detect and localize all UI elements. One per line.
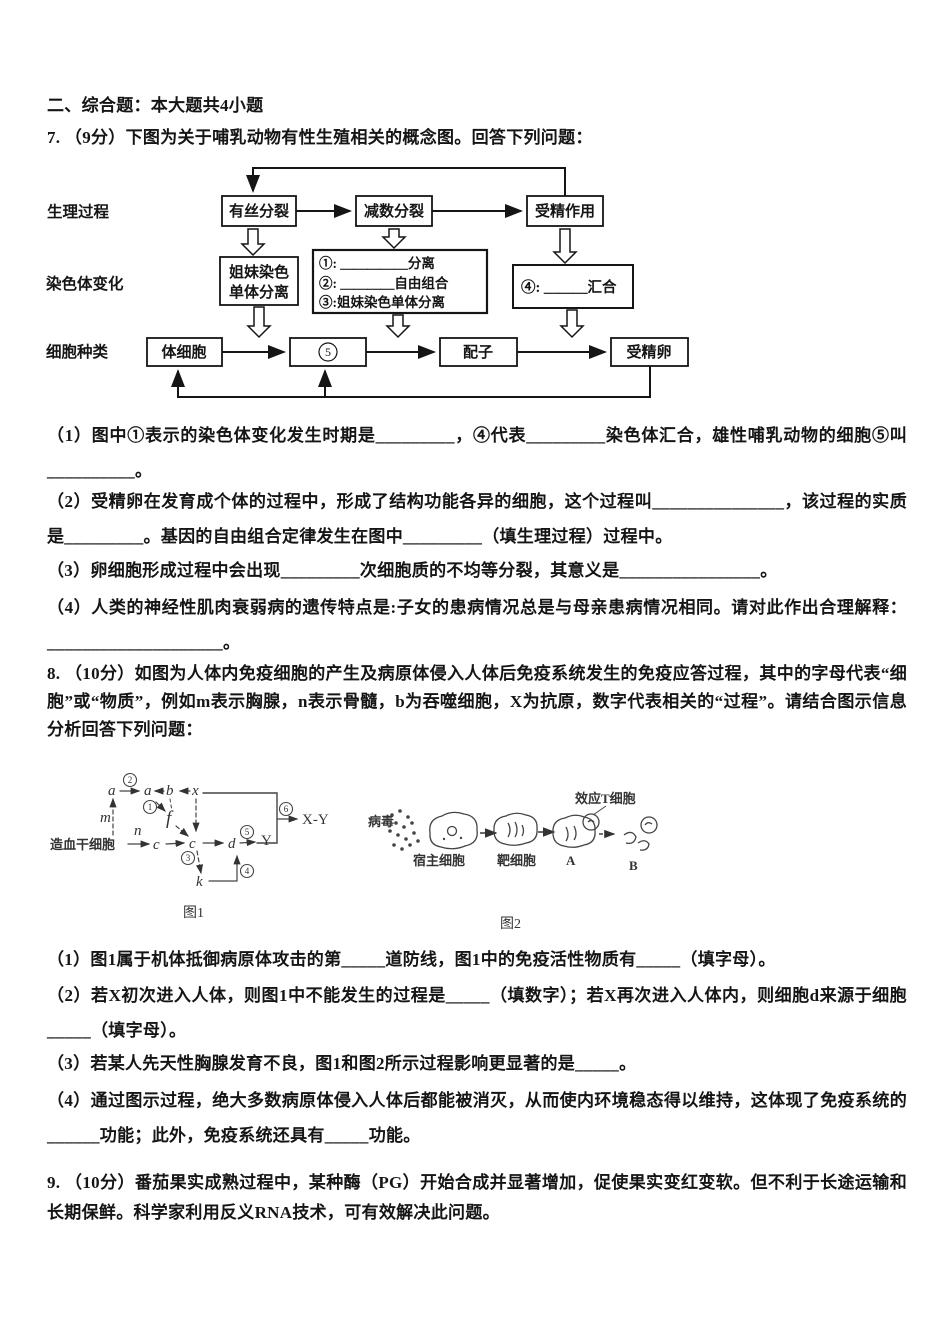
block-arrow-3 <box>552 228 578 265</box>
block-arrow-5 <box>385 314 411 339</box>
svg-text:体细胞: 体细胞 <box>161 343 206 361</box>
q8-item-2: （2）若X初次进入人体，则图1中不能发生的过程是_____（填数字）；若X再次进… <box>47 986 907 1040</box>
fig2-cell-lysis: 病毒 <box>368 791 658 932</box>
box-mitosis: 有丝分裂 <box>221 195 297 227</box>
q8-item-4: （4）通过图示过程，绝大多数病原体侵入人体后都能被消灭，从而使内环境稳态得以维持… <box>47 1091 907 1145</box>
svg-text:1: 1 <box>148 802 153 812</box>
q7-intro: 7. （9分）下图为关于哺乳动物有性生殖相关的概念图。回答下列问题： <box>47 128 593 147</box>
fig1-x: x <box>191 783 199 799</box>
row-label-physiology: 生理过程 <box>47 202 110 221</box>
q8-intro: 8. （10分）如图为人体内免疫细胞的产生及病原体侵入人体后免疫系统发生的免疫应… <box>47 664 907 739</box>
fig1-f: f <box>166 808 174 829</box>
row-label-chromosome: 染色体变化 <box>45 274 124 293</box>
q7-item-2: （2）受精卵在发育成个体的过程中，形成了结构功能各异的细胞，这个过程叫_____… <box>47 492 907 546</box>
fig1-n: n <box>134 823 142 839</box>
q9-intro: 9. （10分）番茄果实成熟过程中，某种酶（PG）开始合成并显著增加，促使果实变… <box>47 1173 907 1222</box>
q8-item-3: （3）若某人先天性胸腺发育不良，图1和图2所示过程影响更显著的是_____。 <box>47 1054 637 1073</box>
effector-t-cell-circle <box>582 813 600 831</box>
process-1-badge: 1 <box>142 799 158 815</box>
q8-item-1: （1）图1属于机体抵御病原体攻击的第_____道防线，图1中的免疫活性物质有__… <box>47 950 776 969</box>
fig2-caption: 图2 <box>500 917 521 932</box>
fig1-k: k <box>196 874 203 890</box>
fig1-xy-complex: X-Y <box>302 812 329 828</box>
arrow-c2-k <box>195 850 204 875</box>
svg-text:配子: 配子 <box>463 344 493 361</box>
fig1-d: d <box>228 836 236 852</box>
host-label: 宿主细胞 <box>413 853 465 868</box>
box-fertilization: 受精作用 <box>526 195 604 227</box>
box-sister-chromatid: 姐妹染色 单体分离 <box>219 256 299 306</box>
box-somatic-cell: 体细胞 <box>146 337 223 367</box>
svg-text:受精卵: 受精卵 <box>626 343 671 361</box>
fig1-a1: a <box>108 783 116 799</box>
target-label: 靶细胞 <box>497 853 536 868</box>
q7-item-3: （3）卵细胞形成过程中会出现_________次细胞质的不均等分裂，其意义是__… <box>47 561 778 580</box>
arrow-k-d <box>208 854 241 882</box>
svg-text:单体分离: 单体分离 <box>229 283 289 301</box>
fig1-b: b <box>166 783 174 799</box>
svg-text:受精作用: 受精作用 <box>535 202 595 220</box>
cell-a-label: A <box>566 853 576 868</box>
svg-text:3: 3 <box>186 853 191 863</box>
fig1-c2: c <box>189 836 196 852</box>
block-arrow-6 <box>559 309 585 339</box>
block-arrow-1 <box>240 228 266 257</box>
fig1-bracket <box>202 792 278 844</box>
target-cell <box>493 812 538 846</box>
q7-item-4: （4）人类的神经性肌肉衰弱病的遗传特点是:子女的患病情况总是与母亲患病情况相同。… <box>47 598 907 652</box>
svg-text:姐妹染色: 姐妹染色 <box>229 263 289 281</box>
arrow-f-c2 <box>175 825 189 837</box>
effector-label: 效应T细胞 <box>575 791 636 806</box>
host-cell <box>429 811 478 850</box>
svg-text:5: 5 <box>245 827 250 837</box>
box-merge: ④: ＿＿＿汇合 <box>512 264 634 309</box>
svg-text:5: 5 <box>325 345 331 359</box>
cell-a-with-effector <box>552 813 600 848</box>
svg-text:6: 6 <box>284 804 289 814</box>
row-label-celltype: 细胞种类 <box>46 342 109 361</box>
box-chromosome-changes: ①: ＿＿＿＿＿分离 ②: ＿＿＿＿自由组合 ③:姐妹染色单体分离 <box>311 248 489 315</box>
process-6-badge: 6 <box>278 801 294 817</box>
fig1-immunity-flow: 造血干细胞 m a 2 a b x 6 X-Y 1 <box>50 772 329 921</box>
svg-text:4: 4 <box>245 866 250 876</box>
box-gamete: 配子 <box>439 337 518 367</box>
q7-concept-diagram: 生理过程 染色体变化 细胞种类 有丝分裂 减数分裂 受精作用 姐妹染色 单体分离 <box>45 167 689 398</box>
box-cell-5: 5 <box>289 337 367 367</box>
section-header: 二、综合题：本大题共4小题 <box>47 96 264 115</box>
fig1-y: Y <box>261 833 272 849</box>
arrow-d-y <box>239 838 257 847</box>
fig1-caption: 图1 <box>183 906 204 921</box>
process-4-badge: 4 <box>239 863 255 879</box>
arrow-c1-c2 <box>165 839 186 848</box>
cell-b-label: B <box>629 858 638 873</box>
block-arrow-2 <box>381 228 407 250</box>
feedback-line-top <box>246 167 566 196</box>
virus-dots <box>388 809 420 851</box>
svg-text:①: ＿＿＿＿＿分离: ①: ＿＿＿＿＿分离 <box>319 255 435 271</box>
process-3-badge: 3 <box>180 850 196 866</box>
dash-b-down <box>169 798 173 812</box>
block-arrow-4 <box>246 306 272 339</box>
process-5-badge: 5 <box>239 824 255 840</box>
svg-text:③:姐妹染色单体分离: ③:姐妹染色单体分离 <box>319 294 445 310</box>
stem-cell-label: 造血干细胞 <box>50 837 115 852</box>
svg-text:有丝分裂: 有丝分裂 <box>229 202 289 220</box>
arrow-a2-f <box>155 801 166 812</box>
box-zygote: 受精卵 <box>610 337 689 367</box>
svg-text:④: ＿＿＿汇合: ④: ＿＿＿汇合 <box>521 278 617 296</box>
svg-text:2: 2 <box>128 775 133 785</box>
svg-text:②: ＿＿＿＿自由组合: ②: ＿＿＿＿自由组合 <box>319 275 449 291</box>
q8-immune-diagrams: 造血干细胞 m a 2 a b x 6 X-Y 1 <box>50 772 658 932</box>
fig1-a2: a <box>144 783 152 799</box>
cell-b-fragments <box>623 816 658 851</box>
process-2-badge: 2 <box>122 772 138 788</box>
box-meiosis: 减数分裂 <box>355 195 433 227</box>
effector-pointer-line <box>592 805 607 816</box>
fig1-c1: c <box>153 837 160 853</box>
virus-label: 病毒 <box>368 814 394 829</box>
q7-item-1: （1）图中①表示的染色体变化发生时期是_________，④代表________… <box>47 426 907 480</box>
fig1-m: m <box>100 810 111 826</box>
svg-text:减数分裂: 减数分裂 <box>364 202 424 220</box>
feedback-line-bottom <box>171 366 651 398</box>
